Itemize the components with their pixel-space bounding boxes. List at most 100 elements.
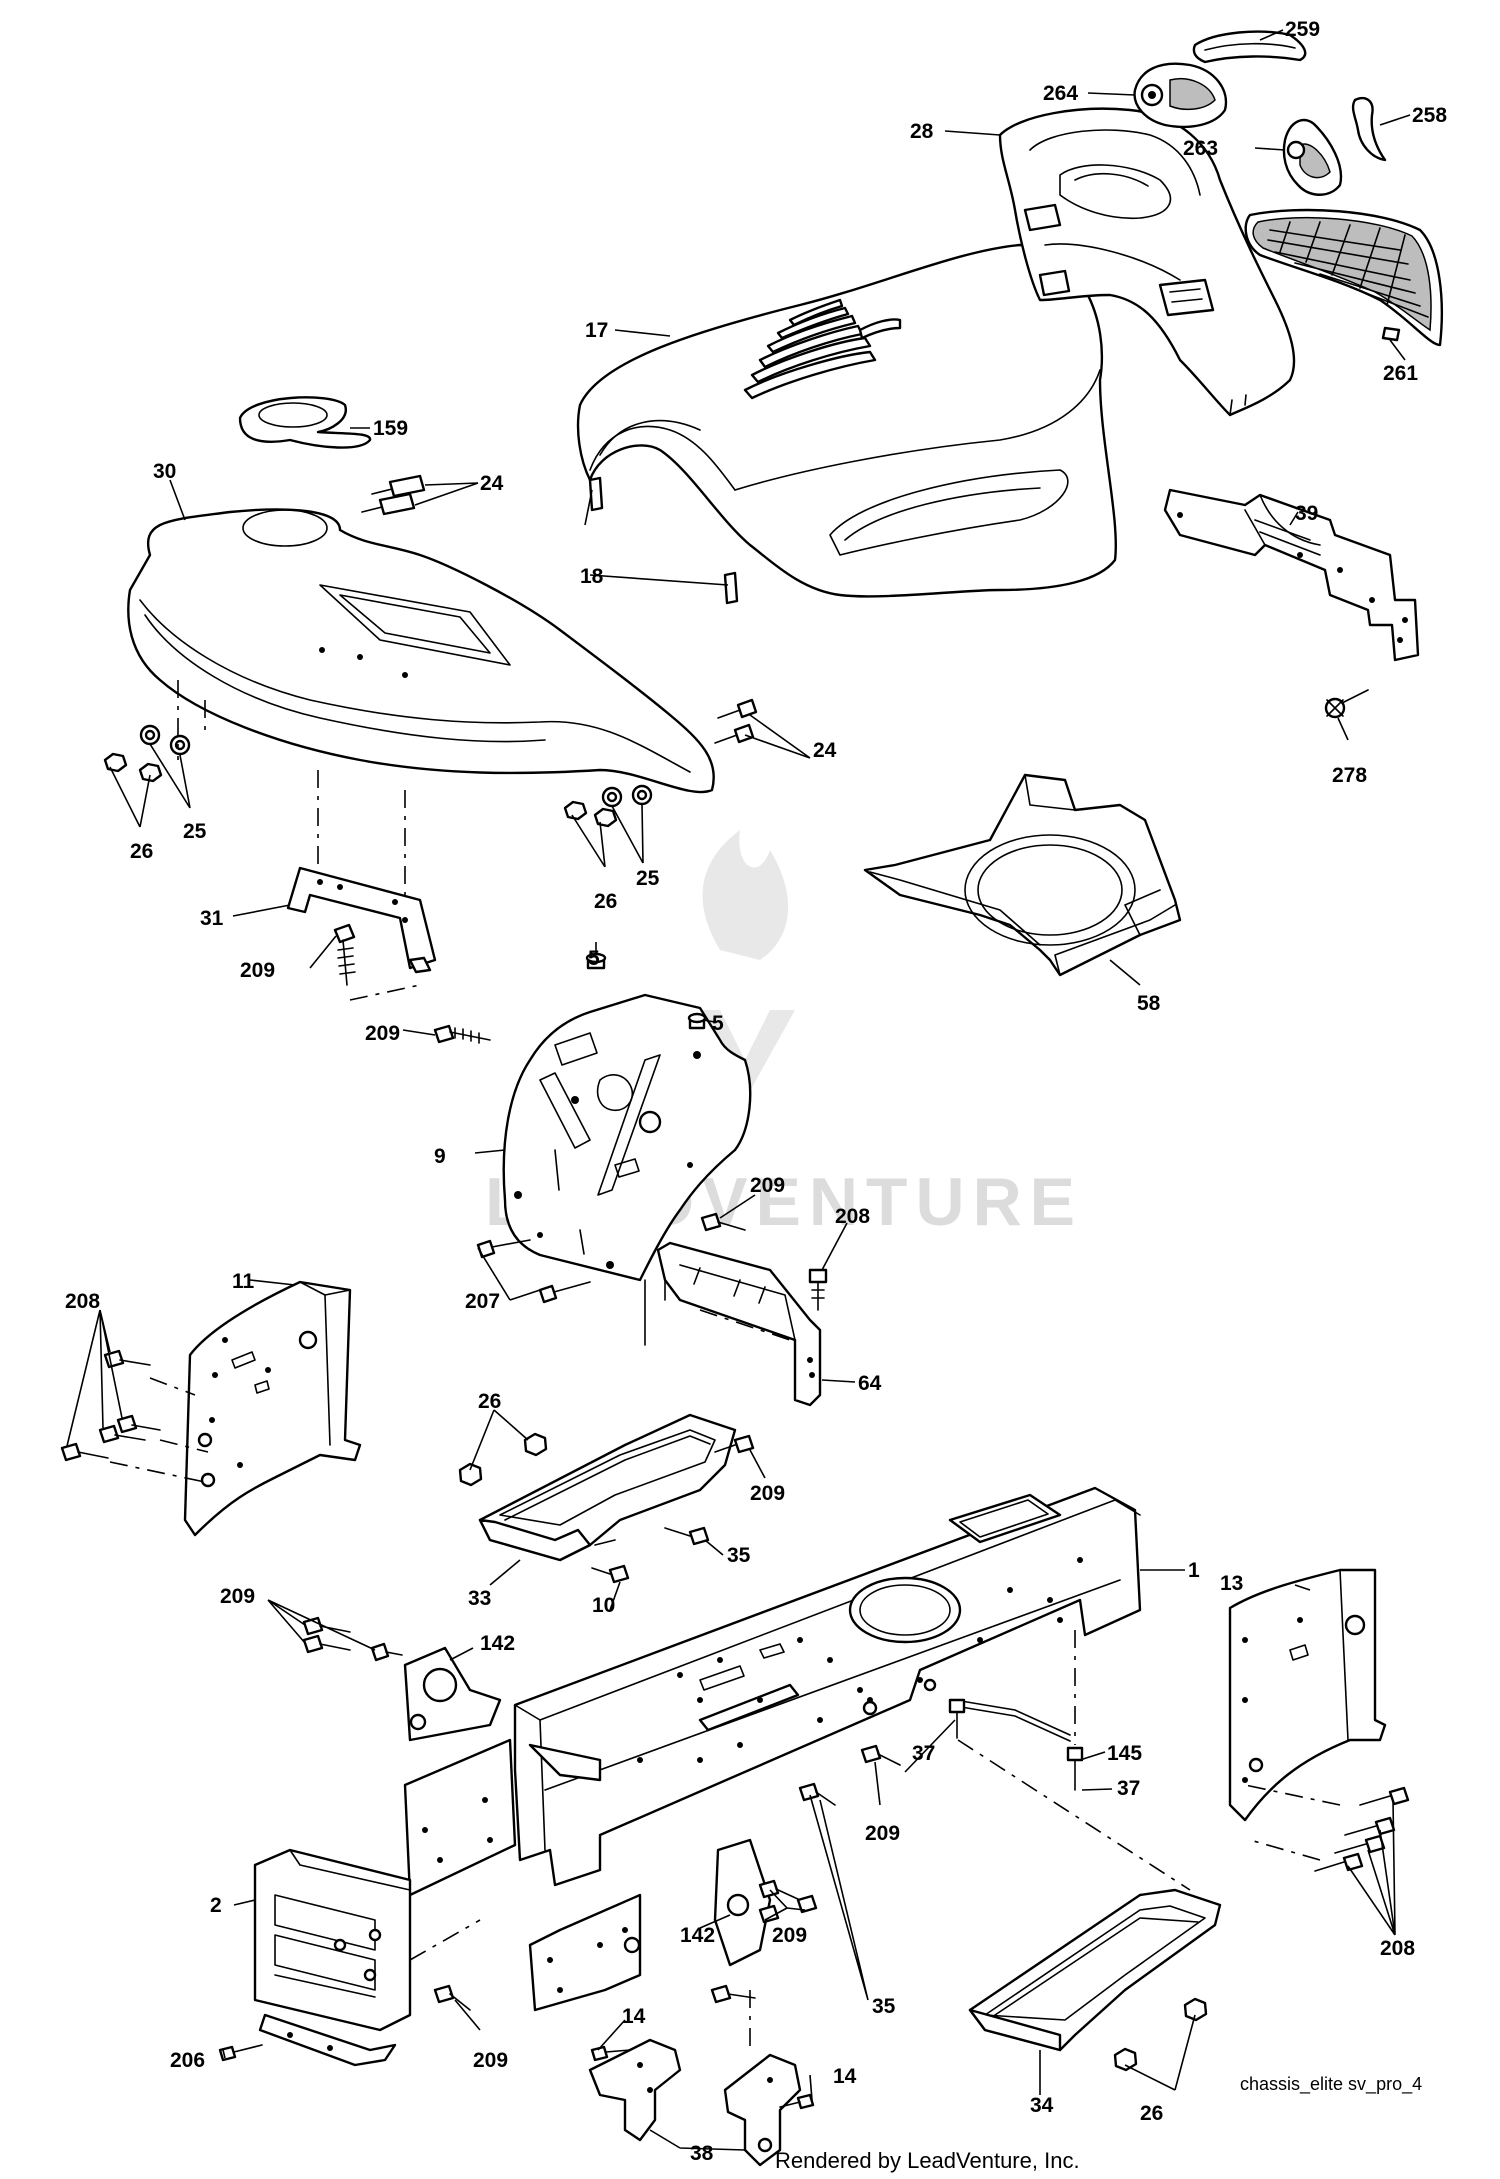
part-209-bolt-64 <box>700 1212 746 1232</box>
part-142-plate-left <box>403 1646 502 1742</box>
part-208-bolt-64 <box>808 1268 828 1311</box>
part-5-grommets <box>585 952 707 1030</box>
assembly-line <box>1244 1784 1341 1806</box>
part-209-bolt <box>333 923 356 986</box>
callout-209-d: 209 <box>750 1482 785 1505</box>
part-34-footrest <box>968 1888 1222 2052</box>
part-33-footrest <box>478 1413 737 1562</box>
leader-lines <box>66 29 1411 2151</box>
part-261-grille <box>1244 208 1443 347</box>
callout-209-a: 209 <box>240 959 275 982</box>
part-38-brackets <box>588 2038 802 2167</box>
part-frame-side-left <box>403 1738 642 2012</box>
callout-206: 206 <box>170 2049 205 2072</box>
assembly-line <box>957 1739 1191 1891</box>
callout-26-c: 26 <box>478 1390 501 1413</box>
callout-208-a: 208 <box>835 1205 870 1228</box>
callout-278: 278 <box>1332 764 1367 787</box>
callout-261: 261 <box>1383 362 1418 385</box>
callout-28: 28 <box>910 120 934 143</box>
part-209-bolt-33 <box>714 1434 755 1454</box>
callout-30: 30 <box>153 460 176 483</box>
callout-25-right: 25 <box>636 867 660 890</box>
callout-37-b: 37 <box>1117 1777 1140 1800</box>
part-26-nuts-33 <box>458 1432 548 1487</box>
callout-259: 259 <box>1285 18 1320 41</box>
callout-58: 58 <box>1137 992 1161 1015</box>
callout-264: 264 <box>1043 82 1078 105</box>
part-24-upper-bolts <box>361 474 426 516</box>
assembly-line <box>149 1377 196 1396</box>
callout-1: 1 <box>1188 1559 1200 1582</box>
callout-26-d: 26 <box>1140 2102 1163 2125</box>
part-64-bracket <box>644 1241 822 1407</box>
part-159-cup-holder <box>238 396 372 449</box>
part-1-frame <box>513 1486 1142 1887</box>
callout-5-a: 5 <box>588 947 600 970</box>
callout-208-c: 208 <box>1380 1937 1415 1960</box>
callout-64: 64 <box>858 1372 882 1395</box>
callout-159: 159 <box>373 417 408 440</box>
callout-209-e: 209 <box>220 1585 255 1608</box>
assembly-line <box>109 1461 206 1483</box>
callout-26-left: 26 <box>130 840 153 863</box>
callout-13: 13 <box>1220 1572 1243 1595</box>
part-25-26-fasteners-left <box>103 724 191 783</box>
callout-209-b: 209 <box>365 1022 400 1045</box>
assembly-line <box>699 1309 791 1341</box>
callout-9: 9 <box>434 1145 446 1168</box>
part-39-bracket <box>1163 488 1420 662</box>
part-14-screws <box>590 2045 815 2110</box>
part-10-bolt <box>591 1564 630 1584</box>
callout-209-g: 209 <box>772 1924 807 1947</box>
callout-14-a: 14 <box>622 2005 646 2028</box>
part-13-side-plate <box>1228 1568 1387 1822</box>
part-11-side-plate <box>183 1280 362 1537</box>
part-278-screw <box>1324 689 1369 719</box>
callout-142-b: 142 <box>680 1924 715 1947</box>
footer-credit: Rendered by LeadVenture, Inc. <box>775 2148 1080 2173</box>
part-26-nuts-34 <box>1113 1997 1208 2072</box>
part-31-bracket <box>286 866 437 974</box>
part-209-bolt-2 <box>433 1984 471 2011</box>
part-37-bolts <box>948 1698 1084 1791</box>
callout-14-b: 14 <box>833 2065 857 2088</box>
callout-39: 39 <box>1295 502 1318 525</box>
part-209-bolts-center <box>758 1879 818 1924</box>
callout-37-a: 37 <box>912 1742 935 1765</box>
callout-33: 33 <box>468 1587 491 1610</box>
callout-258: 258 <box>1412 104 1447 127</box>
assembly-line <box>159 1439 209 1453</box>
part-209-bolt-dash <box>433 1024 491 1044</box>
callout-34: 34 <box>1030 2094 1054 2117</box>
part-263-headlight-right <box>1282 118 1343 196</box>
part-58-tray <box>863 773 1182 977</box>
callout-24-upper: 24 <box>480 472 504 495</box>
part-258-lens-clip <box>1351 96 1387 162</box>
callout-labels: 259 264 258 28 263 261 17 159 24 30 18 3… <box>65 18 1447 2165</box>
callout-35-a: 35 <box>727 1544 751 1567</box>
diagram-id: chassis_elite sv_pro_4 <box>1240 2074 1422 2095</box>
assembly-line <box>409 1919 481 1961</box>
callout-26-right: 26 <box>594 890 617 913</box>
part-208-bolts-left <box>60 1349 161 1462</box>
callout-10: 10 <box>592 1594 615 1617</box>
callout-18: 18 <box>580 565 604 588</box>
callout-24-lower: 24 <box>813 739 837 762</box>
part-18-bumpers <box>588 476 739 605</box>
part-9-dash-panel <box>502 993 752 1282</box>
callout-25-left: 25 <box>183 820 207 843</box>
callout-209-h: 209 <box>473 2049 508 2072</box>
part-35-bolts-lower <box>710 1782 836 2004</box>
callout-145: 145 <box>1107 1742 1142 1765</box>
callout-209-f: 209 <box>865 1822 900 1845</box>
callout-263: 263 <box>1183 137 1218 160</box>
callout-2: 2 <box>210 1894 222 1917</box>
callout-35-b: 35 <box>872 1995 896 2018</box>
part-209-bolts-142 <box>302 1616 403 1662</box>
part-206-screw <box>218 2044 263 2062</box>
part-25-26-fasteners-right <box>563 784 653 828</box>
callout-142-a: 142 <box>480 1632 515 1655</box>
